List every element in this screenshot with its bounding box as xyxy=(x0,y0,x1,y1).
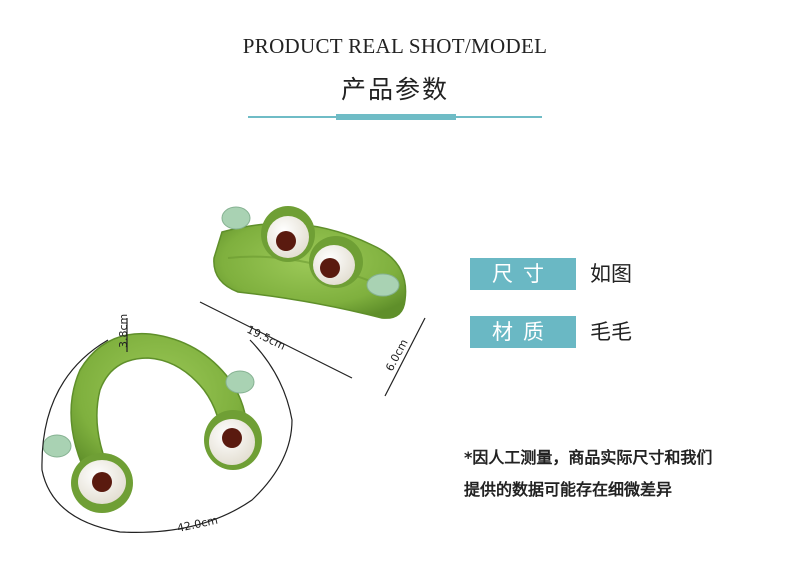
flat-headband xyxy=(213,206,407,319)
circumference-arc xyxy=(41,318,293,533)
spec-label-size: 尺寸 xyxy=(470,258,576,290)
title-english: PRODUCT REAL SHOT/MODEL xyxy=(242,34,548,58)
product-photo: 19.5cm 6.0cm 3.8cm 42.0cm xyxy=(41,206,426,535)
title-divider-accent xyxy=(336,114,456,120)
spec-value-material: 毛毛 xyxy=(590,320,632,344)
disclaimer-line-1: *因人工测量，商品实际尺寸和我们 xyxy=(464,448,713,467)
spec-value-size: 如图 xyxy=(590,262,632,286)
thickness-label: 3.8cm xyxy=(117,314,130,348)
spec-label-material: 材质 xyxy=(470,316,576,348)
title-chinese: 产品参数 xyxy=(340,75,449,104)
band-length-label: 19.5cm xyxy=(245,323,288,353)
disclaimer-line-2: 提供的数据可能存在细微差异 xyxy=(464,480,673,499)
circumference-label: 42.0cm xyxy=(176,514,219,535)
band-width-label: 6.0cm xyxy=(383,337,411,373)
round-headband xyxy=(42,332,262,513)
dimension-arrows xyxy=(199,301,426,397)
